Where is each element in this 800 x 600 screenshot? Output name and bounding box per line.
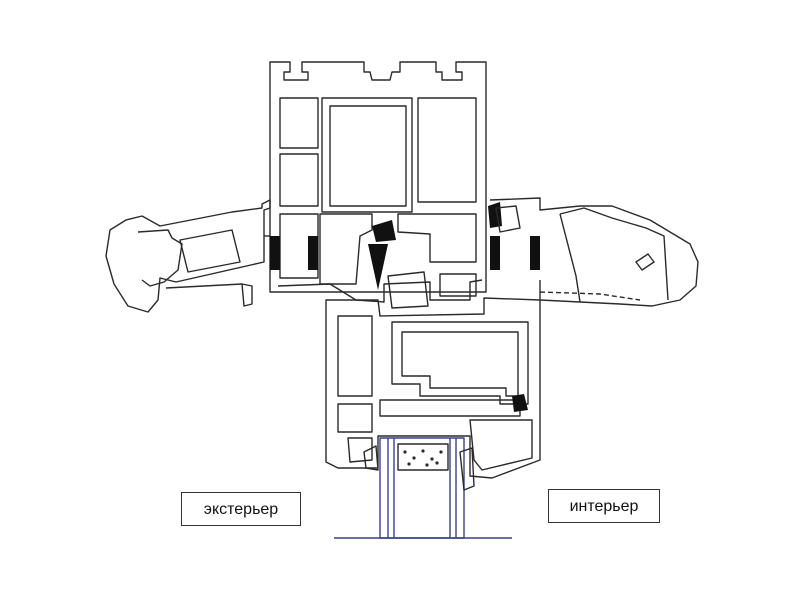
desiccant-dots <box>403 449 443 467</box>
gasket-seals <box>270 202 540 412</box>
exterior-trim <box>105 199 271 313</box>
exterior-label: экстерьер <box>181 492 301 526</box>
glazing-unit <box>334 437 512 539</box>
interior-trim <box>489 197 699 307</box>
sash-profile <box>325 297 541 479</box>
seal-outlines <box>363 205 521 491</box>
frame-profile <box>269 61 487 309</box>
interior-label: интерьер <box>548 489 660 523</box>
